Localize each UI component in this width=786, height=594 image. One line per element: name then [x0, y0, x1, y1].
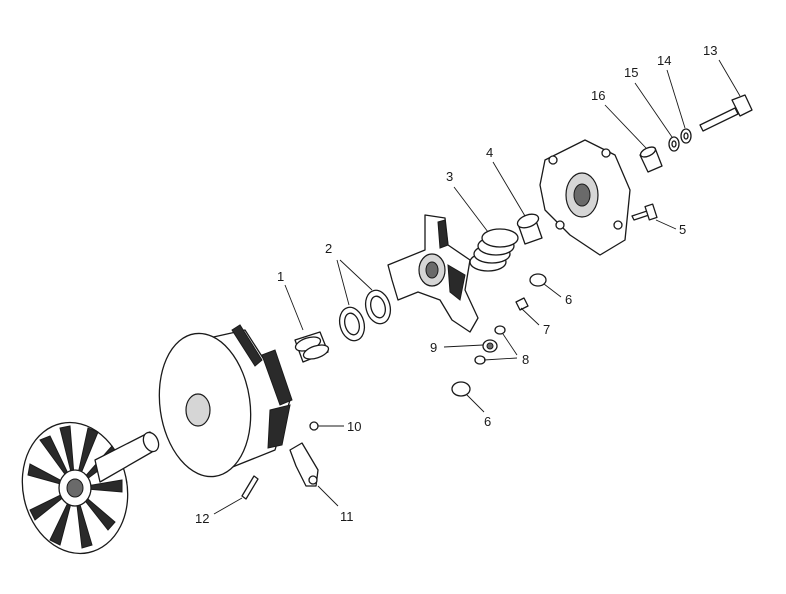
part-13-bolt [699, 94, 753, 132]
callout-6-upper: 6 [565, 292, 572, 307]
part-3-spring [469, 228, 519, 272]
callout-11: 11 [340, 509, 354, 524]
callout-8: 8 [522, 352, 529, 367]
leader-lines [213, 59, 741, 515]
part-6-cap-upper [529, 273, 547, 287]
callout-15: 15 [624, 65, 638, 80]
callout-14: 14 [657, 53, 671, 68]
callout-13: 13 [703, 43, 717, 58]
callout-5: 5 [679, 222, 686, 237]
callout-3: 3 [446, 169, 453, 184]
callout-6-lower: 6 [484, 414, 491, 429]
callout-16: 16 [591, 88, 605, 103]
part-5-bolt [631, 203, 658, 221]
movable-sheave [158, 324, 293, 478]
part-11-flyweight [289, 442, 319, 487]
spider [387, 214, 479, 333]
cover [539, 139, 631, 256]
part-10-nut [309, 421, 319, 431]
part-6-cap-lower [451, 381, 471, 397]
part-12-pin [241, 475, 259, 500]
part-16-sleeve [639, 146, 663, 173]
callout-12: 12 [195, 511, 209, 526]
callout-4: 4 [486, 145, 493, 160]
part-1-bushing [294, 331, 330, 363]
part-15-washer [668, 136, 680, 152]
callout-9: 9 [430, 340, 437, 355]
part-9-roller [482, 339, 498, 353]
callout-7: 7 [543, 322, 550, 337]
part-8-washers [474, 325, 506, 365]
callout-1: 1 [277, 269, 284, 284]
callout-2: 2 [325, 241, 332, 256]
part-14-washer [680, 128, 692, 144]
callout-labels: 1 2 3 4 5 6 7 8 9 6 10 11 12 13 14 15 16 [195, 43, 717, 526]
part-4-bushing [516, 213, 543, 245]
part-7-pin [515, 297, 529, 311]
part-2-washers [338, 289, 392, 342]
fan-sheave [21, 421, 160, 555]
callout-10: 10 [347, 419, 361, 434]
